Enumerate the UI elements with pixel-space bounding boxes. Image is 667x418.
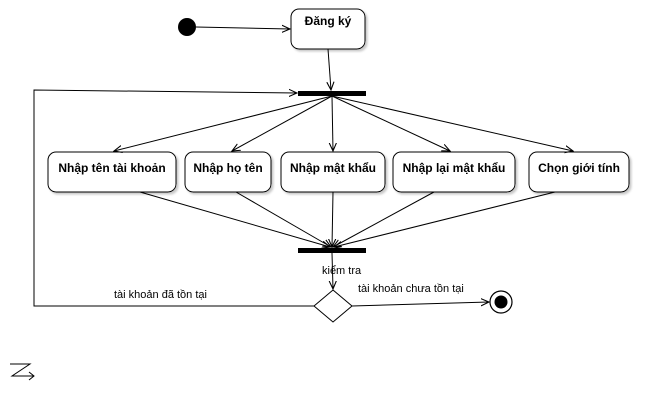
decision-node	[313, 289, 353, 323]
edge-fork-to-enter-name	[232, 95, 333, 151]
edge-reenter-password-to-join	[333, 191, 435, 247]
edge-enter-name-to-join	[235, 191, 331, 247]
lightning-arrow-icon	[10, 363, 35, 381]
action-choose-gender: Chọn giới tính	[528, 151, 630, 193]
label-account-exists: tài khoản đã tồn tại	[114, 289, 207, 301]
edge-enter-account-to-join	[139, 191, 330, 247]
action-reenter-password: Nhập lại mật khẩu	[392, 151, 516, 193]
action-reenter-password-label: Nhập lại mật khẩu	[403, 161, 506, 175]
label-check: kiểm tra	[322, 265, 362, 277]
edge-fork-to-reenter-password	[331, 95, 450, 151]
action-register-label: Đăng ký	[305, 14, 352, 28]
action-register: Đăng ký	[290, 8, 366, 50]
label-account-not-exists: tài khoản chưa tồn tại	[358, 283, 464, 295]
initial-node	[178, 18, 196, 36]
action-enter-name: Nhập họ tên	[184, 151, 272, 193]
edge-join-to-decision	[332, 252, 333, 289]
edge-decision-to-final	[351, 302, 489, 307]
edge-fork-to-enter-account	[114, 95, 333, 151]
action-enter-password: Nhập mật khẩu	[280, 151, 386, 193]
join-bar	[298, 248, 366, 253]
action-enter-account: Nhập tên tài khoản	[47, 151, 177, 193]
edge-initial-to-register	[195, 27, 290, 29]
edge-register-to-fork	[328, 48, 331, 90]
edge-decision-loop-to-fork	[33, 90, 314, 307]
action-enter-account-label: Nhập tên tài khoản	[58, 161, 165, 175]
final-node	[489, 290, 513, 314]
fork-bar	[298, 91, 366, 96]
action-choose-gender-label: Chọn giới tính	[538, 161, 620, 175]
edge-enter-password-to-join	[332, 191, 333, 247]
edge-choose-gender-to-join	[334, 191, 556, 247]
action-enter-password-label: Nhập mật khẩu	[290, 161, 376, 175]
action-enter-name-label: Nhập họ tên	[193, 161, 262, 175]
edge-fork-to-enter-password	[332, 95, 333, 151]
edge-fork-to-choose-gender	[331, 95, 573, 151]
